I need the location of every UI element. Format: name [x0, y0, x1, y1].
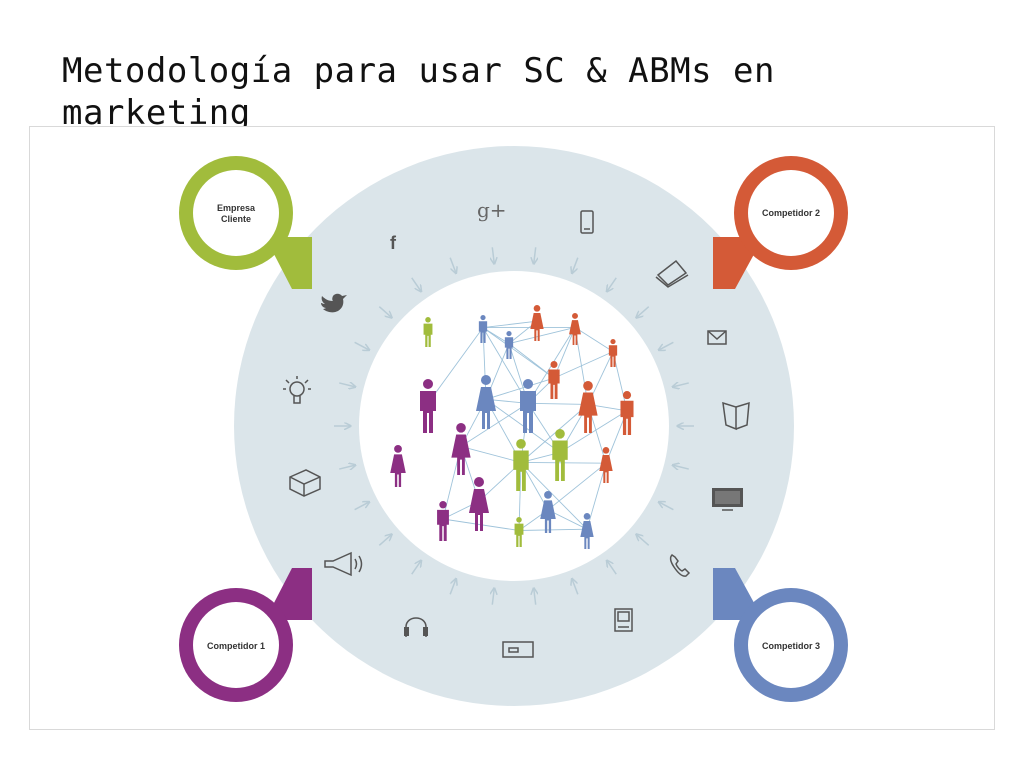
person-male	[504, 331, 514, 359]
inward-arrow	[411, 561, 421, 575]
network-link	[482, 327, 529, 404]
person-male	[548, 361, 560, 399]
inward-arrow	[449, 579, 456, 595]
inward-arrow	[378, 535, 391, 546]
inward-arrow	[607, 561, 617, 575]
network-link	[460, 445, 522, 463]
network-link	[520, 462, 588, 530]
inner-circle	[359, 271, 669, 581]
person-male	[423, 317, 433, 347]
network-diagram: Empresa Cliente Competidor 2 Competidor …	[179, 146, 848, 706]
pin-competidor-2: Competidor 2	[713, 156, 848, 289]
package-icon	[289, 469, 321, 497]
person-female	[530, 305, 544, 341]
person-female	[578, 381, 598, 433]
network-link	[427, 327, 484, 404]
inward-arrow	[534, 247, 536, 263]
pin-label-competidor-3: Competidor 3	[762, 641, 820, 651]
pin-label-empresa: Empresa	[217, 203, 256, 213]
network-link	[586, 463, 607, 530]
inward-arrow	[492, 247, 494, 263]
inward-arrow	[607, 277, 617, 291]
network-link	[460, 402, 529, 447]
person-male	[420, 379, 436, 433]
channel-icons: g+ f	[283, 198, 750, 658]
person-female	[451, 423, 471, 475]
person-male	[437, 501, 449, 541]
telephone-icon	[669, 554, 691, 577]
network-link	[547, 462, 607, 511]
inward-arrow	[659, 502, 674, 511]
inward-arrow	[411, 277, 421, 291]
inward-arrows	[334, 247, 694, 605]
pin-competidor-1: Competidor 1	[179, 568, 312, 702]
person-female	[390, 445, 406, 487]
twitter-icon	[321, 293, 347, 313]
network-link	[527, 402, 589, 405]
inward-arrow	[572, 257, 579, 273]
people-network	[390, 305, 634, 549]
inward-arrow	[637, 306, 650, 318]
inward-arrow	[339, 465, 355, 469]
person-female	[569, 313, 581, 345]
pin-competidor-3: Competidor 3	[713, 568, 848, 702]
person-male	[608, 339, 618, 367]
google-plus-icon: g+	[477, 198, 507, 222]
inward-arrow	[354, 341, 369, 349]
inward-arrow	[354, 502, 369, 511]
person-male	[520, 379, 536, 433]
inward-arrow	[534, 589, 536, 605]
lightbulb-icon	[283, 376, 311, 404]
person-male	[513, 439, 529, 491]
diagram-frame: Empresa Cliente Competidor 2 Competidor …	[29, 126, 995, 730]
person-female	[599, 447, 613, 483]
person-male	[620, 391, 634, 435]
person-female	[580, 513, 594, 549]
person-male	[478, 315, 488, 343]
facebook-icon: f	[390, 233, 397, 253]
inward-arrow	[492, 589, 494, 605]
card-icon	[502, 641, 534, 658]
network-link	[553, 351, 614, 379]
network-link	[518, 528, 588, 531]
network-link	[482, 320, 538, 329]
inward-arrow	[673, 383, 689, 387]
tablet-icon	[655, 259, 689, 288]
megaphone-icon	[324, 551, 363, 577]
inward-arrow	[339, 383, 355, 387]
computer-icon	[614, 608, 633, 632]
book-icon	[722, 401, 750, 431]
inward-arrow	[572, 579, 579, 595]
pin-label-competidor-2: Competidor 2	[762, 208, 820, 218]
headphones-icon	[404, 617, 428, 637]
tv-icon	[712, 488, 743, 511]
pin-empresa-cliente: Empresa Cliente	[179, 156, 312, 289]
pin-label-cliente: Cliente	[221, 214, 251, 224]
person-female	[540, 491, 556, 533]
network-link	[482, 327, 555, 379]
pin-label-competidor-1: Competidor 1	[207, 641, 265, 651]
network-link	[485, 377, 555, 400]
person-female	[469, 477, 489, 531]
inward-arrow	[659, 341, 674, 349]
network-link	[520, 404, 589, 463]
network-link	[508, 326, 576, 345]
network-link	[508, 343, 555, 379]
person-male	[552, 429, 568, 481]
person-female	[476, 375, 496, 429]
mobile-phone-icon	[580, 210, 594, 234]
page-title: Metodología para usar SC & ABMs en marke…	[62, 51, 775, 133]
inward-arrow	[449, 257, 456, 273]
inward-arrow	[378, 306, 391, 318]
network-link	[559, 410, 628, 453]
network-link	[574, 327, 614, 352]
person-male	[514, 517, 524, 547]
inward-arrow	[673, 465, 689, 469]
email-icon	[707, 330, 727, 345]
inward-arrow	[637, 535, 650, 546]
